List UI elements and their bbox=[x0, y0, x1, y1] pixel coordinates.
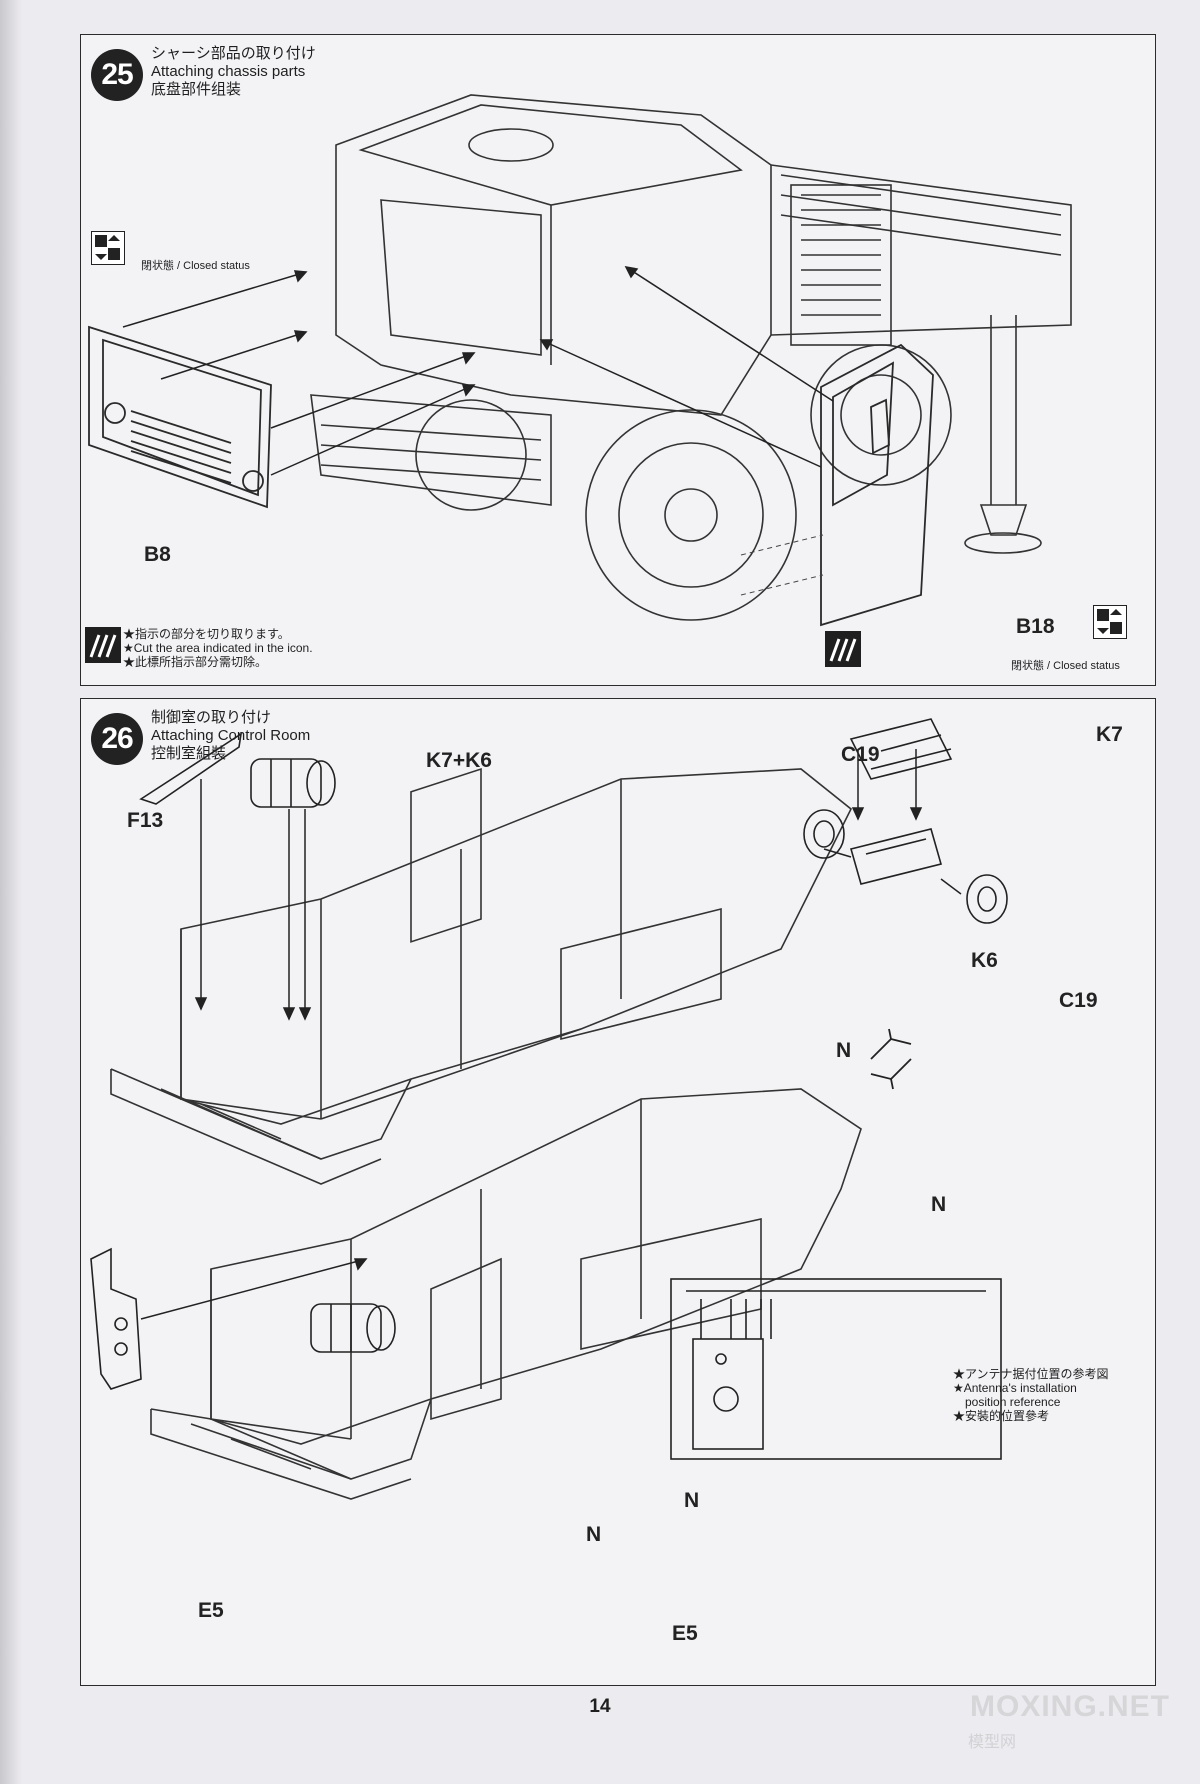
part-label-k7: K7 bbox=[1096, 723, 1123, 746]
part-label-k6: K6 bbox=[971, 949, 998, 972]
step-25-panel: 25 シャーシ部品の取り付け Attaching chassis parts 底… bbox=[80, 34, 1156, 686]
cut-area-icon bbox=[85, 627, 121, 663]
cut-note-zh: ★此標所指示部分需切除。 bbox=[123, 655, 268, 669]
part-label-e5: E5 bbox=[198, 1599, 224, 1622]
step-title-ja: 制御室の取り付け bbox=[151, 709, 272, 726]
closed-status-label-left: 閉状態 / Closed status bbox=[141, 260, 250, 272]
watermark-text: MOXING.NET bbox=[970, 1690, 1171, 1723]
antenna-note-zh: ★安裝的位置參考 bbox=[953, 1409, 1050, 1423]
step-title-en: Attaching Control Room bbox=[151, 727, 311, 744]
truck-chassis-drawing bbox=[88, 94, 1072, 627]
cut-note: ★指示の部分を切り取ります。 ★Cut the area indicated i… bbox=[123, 627, 313, 669]
step-26-panel: 26 制御室の取り付け Attaching Control Room 控制室組裝… bbox=[80, 698, 1156, 1686]
cut-note-ja: ★指示の部分を切り取ります。 bbox=[123, 627, 290, 641]
antenna-reference-note: ★アンテナ据付位置の参考図 ★Antenna's installation po… bbox=[953, 1367, 1109, 1423]
part-label-n-flip: N bbox=[931, 1193, 947, 1216]
part-label-e5-reference: E5 bbox=[672, 1622, 698, 1645]
step-title-zh: 控制室組裝 bbox=[151, 745, 227, 762]
closed-status-label-right: 閉状態 / Closed status bbox=[1011, 660, 1120, 672]
antenna-note-en-2: position reference bbox=[965, 1395, 1061, 1409]
step-title-ja: シャーシ部品の取り付け bbox=[151, 45, 316, 62]
part-label-c19-bottom: C19 bbox=[1059, 989, 1098, 1012]
step-number-badge: 25 bbox=[91, 49, 143, 101]
cut-area-icon-door bbox=[825, 631, 861, 667]
page-number: 14 bbox=[589, 1696, 611, 1717]
step-title-zh: 底盘部件组装 bbox=[151, 81, 242, 98]
part-label-c19-top: C19 bbox=[841, 743, 880, 766]
part-label-k7-k6: K7+K6 bbox=[426, 749, 492, 772]
closed-status-icon bbox=[91, 231, 125, 265]
control-room-drawing bbox=[90, 718, 1008, 1500]
part-label-b8: B8 bbox=[144, 543, 171, 566]
part-label-n-lower: N bbox=[586, 1523, 602, 1546]
step-number-badge: 26 bbox=[91, 713, 143, 765]
part-label-n-upper: N bbox=[836, 1039, 852, 1062]
closed-status-glyph bbox=[95, 235, 120, 260]
page-edge-shadow bbox=[0, 0, 22, 1784]
part-label-n-reference: N bbox=[684, 1489, 700, 1512]
cut-note-en: ★Cut the area indicated in the icon. bbox=[123, 641, 313, 655]
step-title: 制御室の取り付け Attaching Control Room 控制室組裝 bbox=[151, 709, 310, 763]
antenna-note-ja: ★アンテナ据付位置の参考図 bbox=[953, 1367, 1109, 1381]
step-title: シャーシ部品の取り付け Attaching chassis parts 底盘部件… bbox=[151, 45, 316, 99]
part-label-f13: F13 bbox=[127, 809, 164, 832]
closed-status-icon-right bbox=[1093, 605, 1127, 639]
antenna-note-en-1: ★Antenna's installation bbox=[953, 1381, 1077, 1395]
watermark-subtext: 模型网 bbox=[968, 1734, 1017, 1751]
cut-area-glyph bbox=[89, 634, 117, 658]
part-label-b18: B18 bbox=[1016, 615, 1055, 638]
cut-area-glyph-door bbox=[829, 638, 857, 662]
closed-status-glyph-right bbox=[1097, 609, 1122, 634]
step-title-en: Attaching chassis parts bbox=[151, 63, 306, 80]
